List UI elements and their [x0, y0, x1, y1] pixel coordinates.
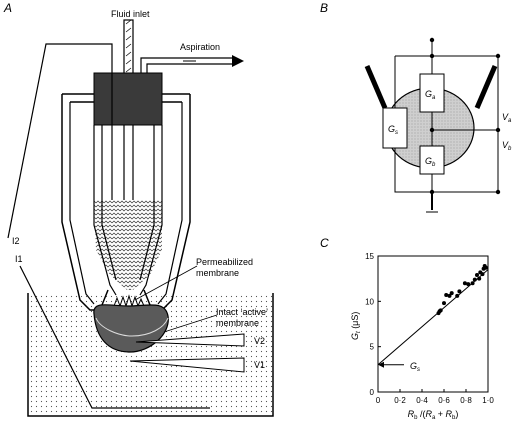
- panel-a: A Fluid inlet Aspiration I2 I1: [3, 1, 274, 417]
- vb-label: Vb: [502, 140, 512, 152]
- gs-label: Gs: [388, 124, 398, 136]
- data-point: [477, 276, 482, 281]
- electrode-i2-label: I2: [12, 236, 20, 246]
- panel-c-letter: C: [320, 236, 329, 250]
- cell-cup: [95, 317, 169, 337]
- microelectrode-v1: [129, 357, 245, 373]
- aspiration-label: Aspiration: [180, 42, 220, 52]
- permeabilized-membrane: [113, 294, 145, 308]
- microelectrode-v2: [135, 333, 245, 347]
- terminal-dot: [429, 53, 435, 59]
- conductance-gb: [419, 145, 445, 175]
- cell-body: [93, 304, 169, 353]
- panel-b-letter: B: [320, 1, 328, 15]
- v1-label: V1: [254, 360, 265, 370]
- pipette-arm-left: [364, 65, 388, 109]
- permeabilized-label-line1: Permeabilized: [196, 257, 253, 267]
- aspiration-arrow-head: [232, 55, 244, 67]
- data-point: [462, 281, 467, 286]
- conductance-ga: [419, 73, 445, 113]
- x-tick-label: 0·6: [438, 396, 450, 405]
- panel-b: B Ga Gs Gb Va Vb: [320, 1, 512, 213]
- panel-a-letter: A: [3, 1, 12, 15]
- y-tick-label: 15: [365, 252, 374, 261]
- data-point: [470, 281, 475, 286]
- bath-vessel: [27, 293, 274, 417]
- x-tick-label: 0·4: [416, 396, 428, 405]
- fluid-inlet-label: Fluid inlet: [111, 9, 150, 19]
- va-label: Va: [502, 112, 512, 124]
- y-axis-label: Gt (μS): [350, 312, 362, 340]
- ga-label: Ga: [425, 89, 436, 101]
- fit-line: [377, 269, 489, 366]
- panel-c: C 0 0·2 0·4 0·6 0·8 1·0 0 5 10 15 Gt (μS) Rb /(Ra +…: [320, 236, 494, 421]
- y-tick-label: 5: [370, 343, 375, 352]
- data-point: [449, 291, 454, 296]
- data-point: [447, 293, 452, 298]
- data-point: [442, 301, 446, 306]
- intact-label-line2: membrane: [216, 318, 259, 328]
- v2-label: V2: [254, 336, 265, 346]
- plot-frame: [377, 255, 489, 393]
- data-point: [480, 272, 485, 277]
- terminal-dot: [495, 189, 501, 195]
- intact-label-line1: Intact ‘active’: [216, 307, 268, 317]
- data-point: [475, 273, 479, 278]
- scatter-plot: 0 0·2 0·4 0·6 0·8 1·0 0 5 10 15 Gt (μS) Rb /(Ra + R…: [350, 252, 494, 421]
- x-tick-label: 0: [376, 396, 381, 405]
- outer-pipette-inner-wall: [69, 102, 183, 305]
- x-axis-label: Rb /(Ra + Rb): [408, 409, 459, 421]
- y-tick-label: 10: [365, 297, 374, 306]
- electrode-i2-wire: [7, 43, 113, 239]
- x-tick-label: 1·0: [482, 396, 494, 405]
- outer-pipette-top: [62, 93, 190, 103]
- fluid-inlet-tube-hatch: [125, 19, 132, 73]
- pipette-internal-fluid: [94, 200, 162, 290]
- electrode-i1-wire: [19, 265, 210, 409]
- data-point: [466, 282, 471, 287]
- permeabilized-label-line2: membrane: [196, 268, 239, 278]
- plot-gs-label: Gs: [410, 361, 420, 373]
- terminal-dot: [429, 189, 435, 195]
- data-point: [444, 292, 449, 297]
- terminal-dot: [495, 53, 501, 59]
- conductance-gs: [382, 107, 408, 149]
- intact-pointer: [163, 314, 218, 333]
- terminal-dot: [429, 127, 435, 133]
- data-point: [457, 289, 462, 294]
- y-tick-label: 0: [370, 388, 375, 397]
- data-point: [438, 308, 443, 313]
- data-point: [455, 293, 460, 298]
- terminal-dot: [429, 37, 435, 43]
- data-point: [483, 265, 488, 270]
- x-tick-label: 0·2: [394, 396, 406, 405]
- intercept-arrow-head: [378, 361, 384, 368]
- data-point: [472, 277, 477, 282]
- inner-pipette: [93, 125, 163, 296]
- electrode-i1-label: I1: [15, 254, 23, 264]
- terminal-dot: [495, 127, 501, 133]
- gb-label: Gb: [425, 156, 436, 168]
- circuit-terminals: [429, 37, 501, 195]
- x-tick-label: 0·8: [460, 396, 472, 405]
- permeabilized-pointer: [134, 265, 198, 301]
- pipette-arm-right: [474, 65, 498, 109]
- pipette-stopper: [93, 72, 163, 126]
